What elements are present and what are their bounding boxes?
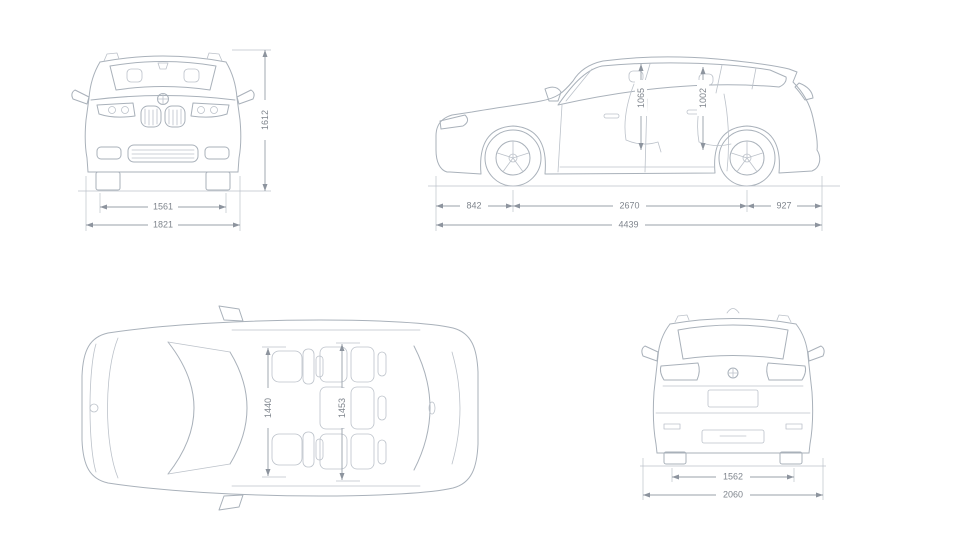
dim-front-overhang: 842 [466,201,481,211]
windshield-cowl-arc [167,341,195,475]
side-mirror [544,86,562,102]
dim-front-overall-width: 1821 [153,220,173,230]
kidney-grille-left [140,105,162,128]
diffuser [701,429,765,444]
dim-rear-track: 1562 [723,472,743,482]
front-roof [99,55,227,63]
rear-antenna-fin [726,308,740,314]
side-car-drawing [428,56,840,187]
headlight-right [190,102,230,118]
rear-window [677,324,789,360]
dim-interior-height-rear: 1002 [698,88,708,108]
a-pillar-edges [167,341,231,475]
rear-mirror-left [641,345,659,362]
top-body-outline [81,319,479,497]
side-body-outline [435,56,821,175]
rear-car-drawing [640,308,826,467]
front-wheel-left [95,171,121,191]
windshield [109,61,217,91]
side-headlight [439,114,469,130]
dim-wheelbase: 2670 [619,201,639,211]
reflector-left [663,423,681,430]
dim-interior-height-front: 1065 [636,88,646,108]
rear-roof-rails [674,314,792,323]
top-car-drawing [81,305,479,511]
rear-body-left [652,323,671,454]
dim-interior-width-front: 1440 [263,398,273,418]
reflector-right [785,423,803,430]
tailgate-arc [451,351,461,465]
rearview-mirror [157,62,169,70]
fog-light-left [96,146,122,160]
rear-wheel-left [663,451,687,465]
side-taillight [794,82,814,101]
front-roof-rails [103,52,223,62]
windshield-top-arc [229,351,248,465]
front-car-drawing [71,52,255,192]
front-wheel [484,129,542,187]
top-mirror-lower [218,494,244,511]
rear-wheel-right [779,451,803,465]
side-window-outline [557,62,787,106]
front-headrest-left [126,68,143,83]
rear-view: 1562 2060 [640,308,826,500]
top-view: 1440 1453 [81,305,479,511]
front-seat-passenger [271,431,324,468]
headlight-left [96,102,136,118]
side-mirror-right [236,89,255,105]
dim-front-overall-height: 1612 [260,110,270,130]
front-headrest-right [183,68,200,83]
rear-mirror-right [807,345,825,362]
door-handle-front [603,113,620,119]
top-mirror-upper [218,305,244,322]
kidney-grille-right [164,105,186,128]
dim-overall-length: 4439 [618,220,638,230]
hood-cut-line [107,337,119,479]
taillight-left [659,362,700,381]
license-plate-recess [707,389,759,408]
rear-bench [319,346,387,470]
front-view: 1561 1821 1612 [71,49,271,231]
side-mirror-left [71,89,90,105]
taillight-right [766,362,807,381]
dim-rear-overhang: 927 [776,201,791,211]
top-dimensions: 1440 1453 [262,342,360,482]
rear-body-right [795,323,814,454]
front-wheel-right [205,171,231,191]
front-body-right [225,61,242,173]
rear-wheel [718,129,776,187]
front-bumper-line [89,343,97,473]
dim-front-track: 1561 [153,202,173,212]
brand-roundel [157,93,169,105]
front-dimensions: 1561 1821 1612 [85,49,271,231]
fog-light-right [204,146,230,160]
dim-interior-width-rear: 1453 [337,398,347,418]
side-view: 1065 1002 842 2670 927 4439 [428,56,840,231]
antenna-fin [428,401,436,415]
rear-dimensions: 1562 2060 [642,458,824,500]
front-seat-driver [271,348,324,385]
dim-rear-overall-width: 2060 [723,490,743,500]
rear-roundel [727,367,739,379]
rear-window-arc [413,345,431,471]
hood-roundel [89,403,99,413]
a-pillar-line [565,68,593,102]
bumper-intake [127,144,199,163]
front-body-left [84,61,101,173]
rear-roof [669,318,797,325]
side-dimensions: 1065 1002 842 2670 927 4439 [435,64,823,231]
roof-rails-top [231,329,421,487]
